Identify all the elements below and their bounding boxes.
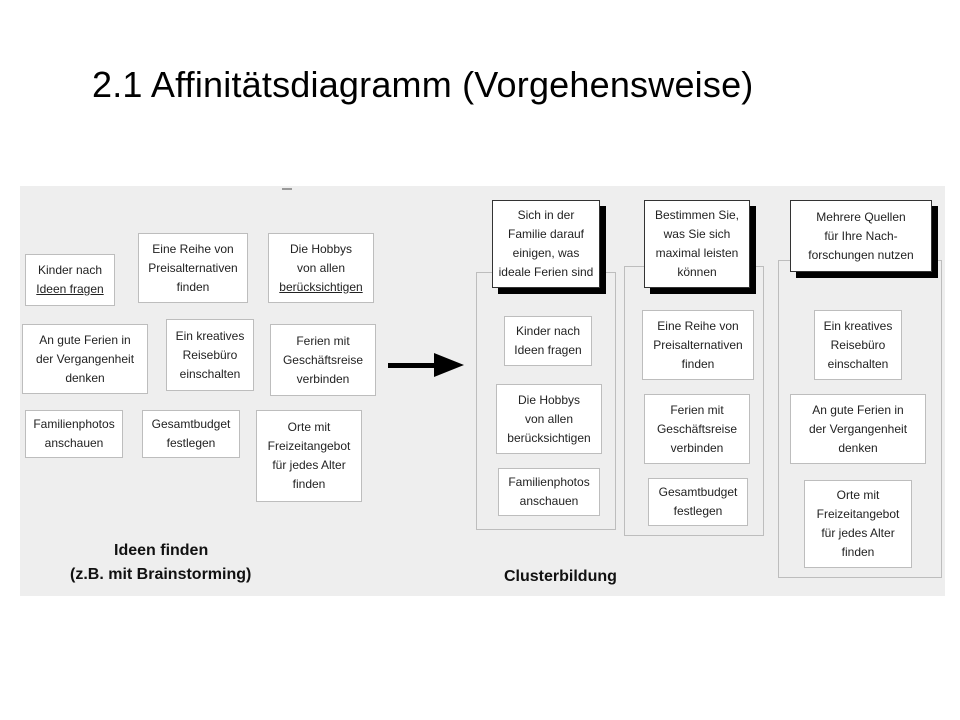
card-line: festlegen <box>166 436 216 450</box>
card-line: können <box>677 265 717 279</box>
card-line: finden <box>292 477 326 491</box>
cluster-1-card-kinder: Kinder nach Ideen fragen <box>504 316 592 366</box>
idea-card-gesamtbudget: Gesamtbudget festlegen <box>142 410 240 458</box>
card-line: Ein kreatives <box>175 328 245 343</box>
cluster-1-card-familienphotos: Familienphotos anschauen <box>498 468 600 516</box>
idea-card-familienphotos: Familienphotos anschauen <box>25 410 123 458</box>
card-line: maximal leisten <box>655 246 739 260</box>
card-line: was Sie sich <box>663 227 731 241</box>
cluster-3-card-freizeitangebot: Orte mit Freizeitangebot für jedes Alter… <box>804 480 912 568</box>
card-line: festlegen <box>673 504 723 518</box>
cluster-3-card-reisebuero: Ein kreatives Reisebüro einschalten <box>814 310 902 380</box>
card-line: denken <box>65 370 105 385</box>
card-line: Orte mit <box>836 488 880 502</box>
card-line: finden <box>841 545 875 559</box>
scan-artifact <box>282 188 292 190</box>
card-line: Familienphotos <box>33 417 115 431</box>
idea-card-reisebuero: Ein kreatives Reisebüro einschalten <box>166 319 254 391</box>
card-line: Eine Reihe von <box>152 241 234 256</box>
cluster-3-card-gute-ferien: An gute Ferien in der Vergangenheit denk… <box>790 394 926 464</box>
card-line: verbinden <box>670 440 724 455</box>
affinity-diagram-figure: Kinder nach Ideen fragen Eine Reihe von … <box>20 186 945 596</box>
card-line: für jedes Alter <box>821 526 895 540</box>
card-line: von allen <box>524 411 574 426</box>
idea-card-kinder: Kinder nach Ideen fragen <box>25 254 115 306</box>
card-line: anschauen <box>519 494 579 508</box>
card-line: Eine Reihe von <box>657 318 739 333</box>
arrow-head-icon <box>434 353 464 377</box>
card-line: Gesamtbudget <box>151 417 231 431</box>
card-line: Geschäftsreise <box>656 421 738 436</box>
card-line: Familienphotos <box>508 475 590 489</box>
idea-card-preisalternativen: Eine Reihe von Preisalternativen finden <box>138 233 248 303</box>
card-line: verbinden <box>296 371 350 386</box>
cluster-2-card-preisalternativen: Eine Reihe von Preisalternativen finden <box>642 310 754 380</box>
card-line: Ferien mit <box>670 402 724 417</box>
idea-card-geschaeftsreise: Ferien mit Geschäftsreise verbinden <box>270 324 376 396</box>
card-line: Familie darauf <box>507 227 585 241</box>
card-line: Ferien mit <box>296 333 350 348</box>
card-line: anschauen <box>44 436 104 450</box>
card-line: Reisebüro <box>830 337 886 352</box>
card-line: Preisalternativen <box>148 260 238 275</box>
cluster-1-card-hobbys: Die Hobbys von allen berücksichtigen <box>496 384 602 454</box>
arrow-right-icon <box>388 363 436 368</box>
clusters-label: Clusterbildung <box>504 568 617 585</box>
card-line: der Vergangenheit <box>808 421 908 436</box>
card-line: Mehrere Quellen <box>816 209 906 224</box>
card-line: für Ihre Nach- <box>824 228 898 243</box>
card-line: Preisalternativen <box>653 337 743 352</box>
ideas-label-line-2: (z.B. mit Brainstorming) <box>70 566 252 583</box>
card-line: Ideen fragen <box>514 343 582 357</box>
card-line: Kinder nach <box>515 324 581 338</box>
slide-title: 2.1 Affinitätsdiagramm (Vorgehensweise) <box>92 64 754 105</box>
ideas-label-line-1: Ideen finden <box>114 542 209 559</box>
card-line: einschalten <box>827 356 889 371</box>
card-line: An gute Ferien in <box>812 402 904 417</box>
card-line: Sich in der <box>517 208 575 222</box>
card-line: ideale Ferien sind <box>498 265 594 279</box>
card-line: Bestimmen Sie, <box>654 208 740 222</box>
card-line: Ein kreatives <box>823 318 893 333</box>
card-line: einschalten <box>179 366 241 381</box>
card-line: Ideen fragen <box>36 282 104 296</box>
idea-card-freizeitangebot: Orte mit Freizeitangebot für jedes Alter… <box>256 410 362 502</box>
card-line: An gute Ferien in <box>39 332 131 347</box>
card-line: finden <box>681 356 715 371</box>
card-line: einigen, was <box>512 246 580 260</box>
cluster-2-header: Bestimmen Sie, was Sie sich maximal leis… <box>644 200 750 288</box>
card-line: Die Hobbys <box>289 241 353 256</box>
card-line: Geschäftsreise <box>282 352 364 367</box>
card-line: Kinder nach <box>37 263 103 277</box>
card-line: Freizeitangebot <box>267 439 351 453</box>
idea-card-gute-ferien: An gute Ferien in der Vergangenheit denk… <box>22 324 148 394</box>
card-line: Gesamtbudget <box>658 485 738 499</box>
card-line: denken <box>838 440 878 455</box>
card-line: finden <box>176 279 210 294</box>
card-line: von allen <box>296 260 346 275</box>
card-line: für jedes Alter <box>272 458 346 472</box>
card-line: Reisebüro <box>182 347 238 362</box>
card-line: Die Hobbys <box>517 392 581 407</box>
card-line: Freizeitangebot <box>816 507 900 521</box>
cluster-1-header: Sich in der Familie darauf einigen, was … <box>492 200 600 288</box>
cluster-2-card-geschaeftsreise: Ferien mit Geschäftsreise verbinden <box>644 394 750 464</box>
card-line: berücksichtigen <box>507 430 591 445</box>
idea-card-hobbys: Die Hobbys von allen berücksichtigen <box>268 233 374 303</box>
cluster-2-card-gesamtbudget: Gesamtbudget festlegen <box>648 478 748 526</box>
cluster-3-header: Mehrere Quellen für Ihre Nach- forschung… <box>790 200 932 272</box>
card-line: berücksichtigen <box>279 279 363 294</box>
card-line: der Vergangenheit <box>35 351 135 366</box>
card-line: forschungen nutzen <box>808 247 914 262</box>
card-line: Orte mit <box>287 420 331 434</box>
